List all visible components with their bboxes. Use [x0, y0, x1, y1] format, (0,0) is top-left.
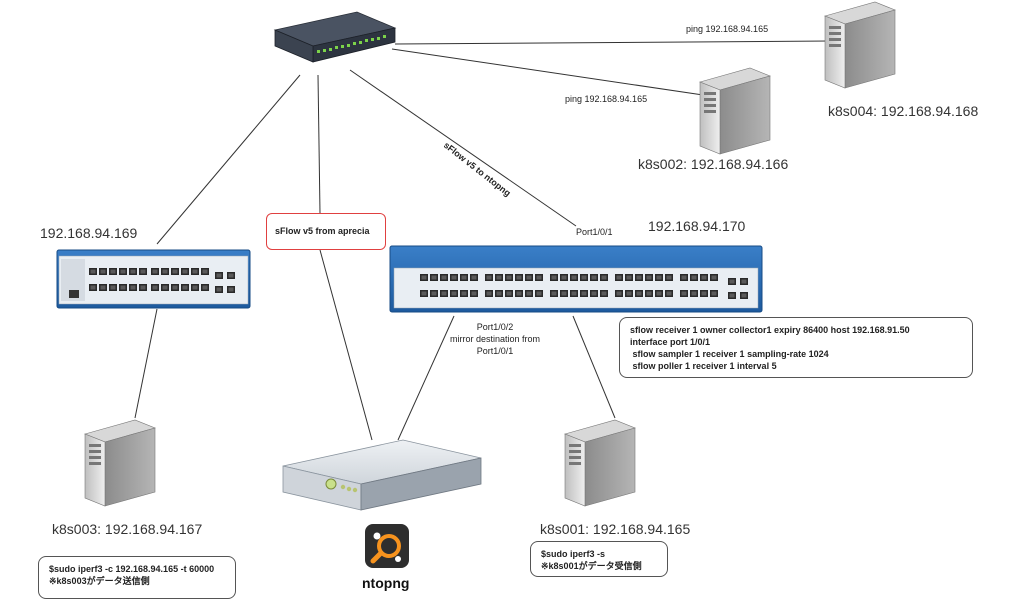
switch-main-icon — [389, 245, 763, 313]
server-k8s001-icon — [564, 419, 636, 507]
link-main-k8s001 — [572, 315, 616, 419]
ping-k8s004-label: ping 192.168.94.165 — [686, 24, 769, 34]
link-hub-k8s004 — [394, 40, 831, 45]
link-hub-main-switch — [349, 69, 577, 227]
k8s003-command-note: $sudo iperf3 -c 192.168.94.165 -t 60000 … — [38, 556, 236, 599]
rack-appliance-icon — [282, 439, 482, 511]
k8s002-label: k8s002: 192.168.94.166 — [638, 156, 789, 172]
ip-switch-left: 192.168.94.169 — [40, 225, 138, 241]
ntopng-label: ntopng — [362, 575, 410, 591]
k8s001-command-note: $sudo iperf3 -s ※k8s001がデータ受信側 — [530, 541, 668, 577]
links — [134, 40, 831, 441]
server-k8s002-icon — [699, 67, 771, 155]
switch-left-icon — [56, 249, 251, 309]
hub-switch-icon — [273, 11, 397, 63]
link-hub-left-switch — [156, 74, 301, 245]
sflow-from-aprecia-box: sFlow v5 from aprecia — [266, 213, 386, 250]
link-redbox-ntopng — [319, 249, 373, 441]
ping-k8s002-label: ping 192.168.94.165 — [565, 94, 648, 104]
ip-switch-main: 192.168.94.170 — [648, 218, 746, 234]
sflow-config-note: sflow receiver 1 owner collector1 expiry… — [619, 317, 973, 378]
k8s003-label: k8s003: 192.168.94.167 — [52, 521, 203, 537]
server-k8s003-icon — [84, 419, 156, 507]
server-k8s004-icon — [824, 1, 896, 89]
link-left-k8s003 — [134, 308, 158, 419]
k8s001-label: k8s001: 192.168.94.165 — [540, 521, 691, 537]
k8s004-label: k8s004: 192.168.94.168 — [828, 103, 979, 119]
ntopng-logo-icon — [365, 524, 409, 568]
link-hub-to-redbox — [317, 74, 321, 214]
port-101-label: Port1/0/1 — [576, 227, 613, 237]
link-hub-k8s002 — [391, 48, 704, 96]
port-102-label: Port1/0/2 mirror destination from Port1/… — [450, 322, 541, 356]
link-mirror-ntopng — [397, 315, 455, 441]
